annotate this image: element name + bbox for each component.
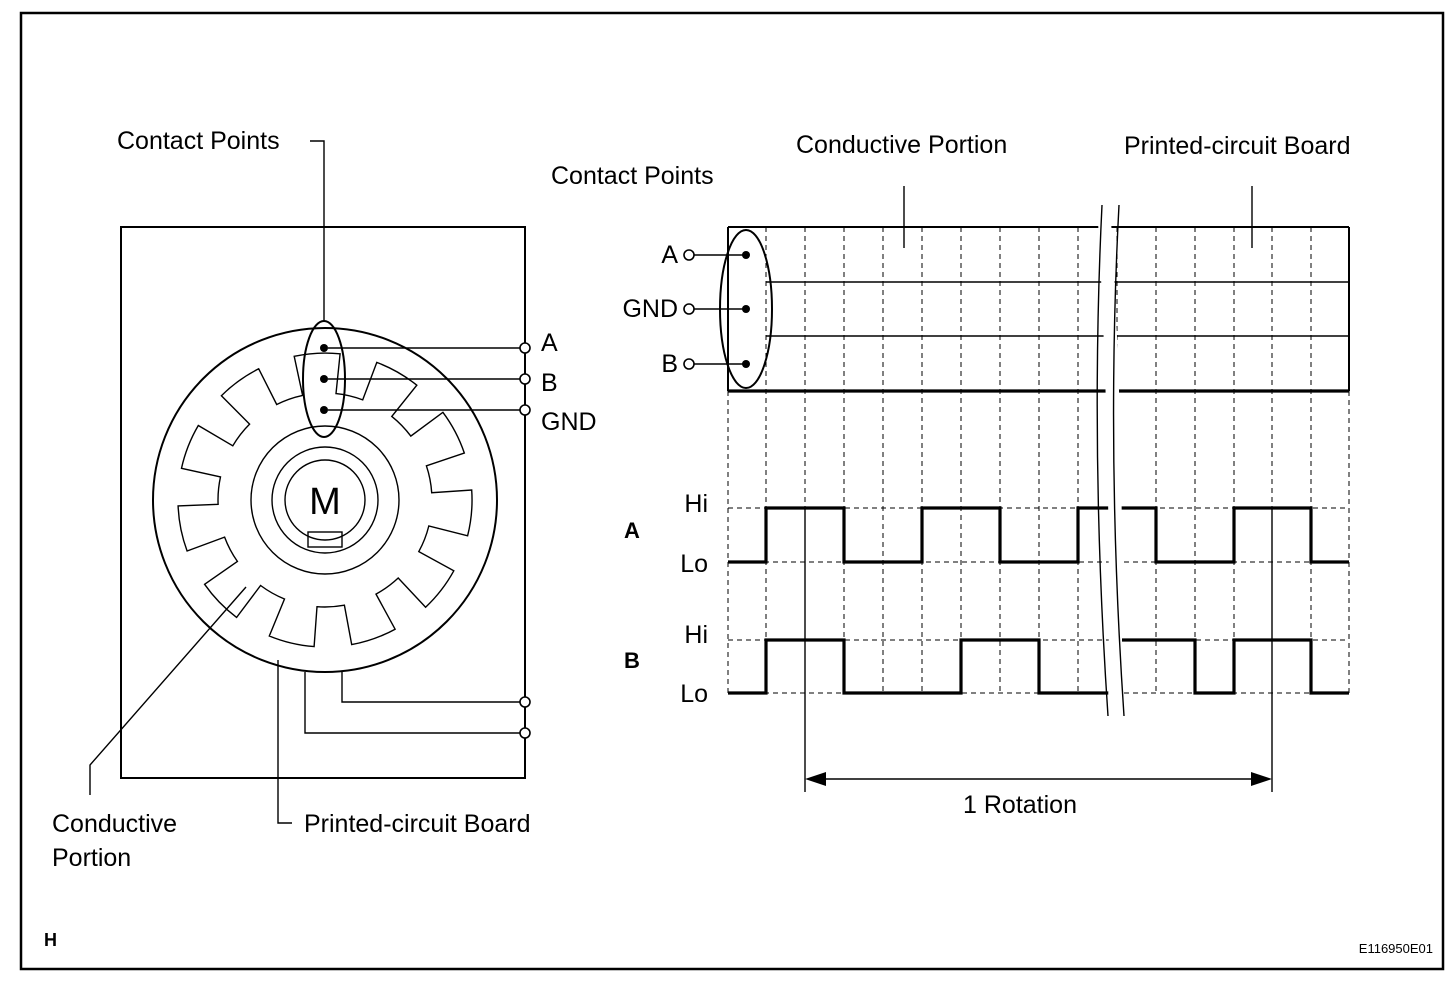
encoder-housing	[120, 226, 526, 779]
board-conductive-portion-label: Conductive Portion	[796, 131, 1007, 159]
terminal-lower-2	[519, 727, 531, 739]
terminal-gnd	[519, 404, 531, 416]
contact-point-b	[320, 375, 328, 383]
printed-circuit-disc	[152, 327, 498, 673]
contact-point-a	[320, 344, 328, 352]
conductive-portion-label-1: Conductive	[52, 810, 177, 838]
break-line-right	[1112, 204, 1125, 717]
terminal-b	[519, 373, 531, 385]
terminal-a	[519, 342, 531, 354]
signal-b-label: B	[624, 648, 640, 673]
board-terminal-gnd-label: GND	[622, 295, 678, 323]
encoder-view: M A B GND Contact Points Conductive Port…	[52, 127, 597, 872]
wire-lower-2	[304, 672, 520, 734]
conductive-portion-leader	[89, 586, 247, 795]
contact-point-gnd	[320, 406, 328, 414]
motor-shaft	[284, 459, 366, 541]
board-terminal-gnd	[683, 303, 695, 315]
corner-letter: H	[44, 930, 57, 950]
hub-outer	[250, 425, 400, 575]
terminal-lower-1	[519, 696, 531, 708]
contact-points-leader	[310, 140, 325, 321]
b-lo-label: Lo	[680, 680, 708, 708]
signal-a-label: A	[624, 518, 640, 543]
break-gap	[1097, 205, 1123, 716]
board-terminal-a-label: A	[661, 241, 678, 269]
waveform-a	[728, 506, 1349, 564]
figure-code: E116950E01	[1359, 941, 1433, 956]
board-contact-points-label: Contact Points	[551, 162, 714, 190]
contact-points-label: Contact Points	[117, 127, 280, 155]
waveform-b	[728, 638, 1349, 695]
outer-frame	[19, 11, 1445, 971]
a-lo-label: Lo	[680, 550, 708, 578]
pcb-leader	[277, 660, 292, 824]
rotation-arrow-right	[1251, 772, 1272, 786]
terminal-a-label: A	[541, 329, 558, 357]
rotation-label: 1 Rotation	[963, 791, 1077, 819]
b-hi-label: Hi	[684, 621, 708, 649]
board-terminal-b	[683, 358, 695, 370]
pcb-label: Printed-circuit Board	[304, 810, 530, 838]
rotation-arrow-left	[805, 772, 826, 786]
hub-inner	[271, 446, 379, 554]
break-line-left	[1096, 204, 1109, 717]
a-hi-label: Hi	[684, 490, 708, 518]
terminal-gnd-label: GND	[541, 408, 597, 436]
terminal-b-label: B	[541, 369, 558, 397]
timing-grid	[727, 227, 1350, 694]
motor-label: M	[309, 481, 341, 523]
board-terminal-a	[683, 249, 695, 261]
wire-lower-1	[341, 672, 520, 703]
shaft-key	[307, 531, 343, 548]
conductive-portion-label-2: Portion	[52, 844, 131, 872]
waveform-view: Contact Points Conductive Portion Printe…	[551, 131, 1350, 819]
board-terminal-b-label: B	[661, 350, 678, 378]
conductive-ring	[177, 352, 473, 648]
board-pcb-label: Printed-circuit Board	[1124, 132, 1350, 160]
